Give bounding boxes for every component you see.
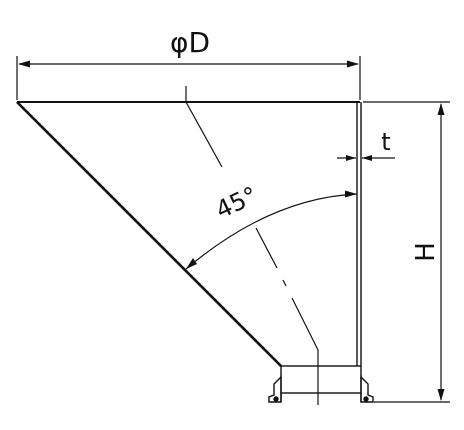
center-line xyxy=(185,86,319,405)
diameter-label: φD xyxy=(170,26,210,59)
angle-dimension xyxy=(185,190,358,270)
diameter-arrow-left xyxy=(18,60,30,68)
center-line-segment-2 xyxy=(255,227,278,269)
center-line-segment-1 xyxy=(185,101,223,168)
center-line-segment-3 xyxy=(291,297,319,351)
angle-label: 45° xyxy=(211,181,261,224)
thickness-dimension xyxy=(337,155,395,161)
height-arrow-bottom xyxy=(437,389,445,401)
diameter-dimension xyxy=(16,56,361,100)
flange-body xyxy=(280,365,362,394)
angle-arrow-left xyxy=(186,258,197,269)
center-line-dot xyxy=(282,279,287,287)
height-label: H xyxy=(411,242,441,262)
angle-arrow-right xyxy=(345,190,357,198)
angle-arc xyxy=(185,193,358,270)
thickness-arrow-left xyxy=(346,155,356,161)
height-dimension xyxy=(363,101,450,403)
bottom-flange xyxy=(268,365,374,403)
slanted-wall xyxy=(16,101,282,367)
height-arrow-top xyxy=(437,103,445,115)
duct-outline xyxy=(16,101,362,367)
thickness-label: t xyxy=(381,128,390,156)
flange-hole-left xyxy=(273,396,279,402)
thickness-arrow-right xyxy=(362,155,372,161)
diameter-arrow-right xyxy=(347,60,359,68)
flange-hole-right xyxy=(363,396,369,402)
